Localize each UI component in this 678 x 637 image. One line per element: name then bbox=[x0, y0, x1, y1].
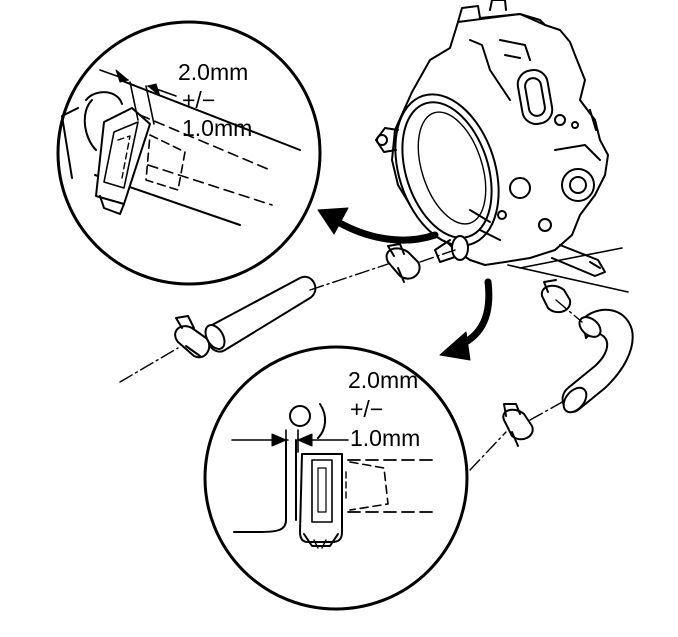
coolant-hose-elbow-right bbox=[561, 308, 634, 414]
bottom-tolerance-label: 1.0mm bbox=[350, 425, 421, 451]
detail-arrow-upper bbox=[317, 207, 439, 244]
coolant-hose-left bbox=[204, 275, 317, 353]
throttle-body bbox=[375, 0, 609, 277]
detail-arrow-lower bbox=[439, 278, 493, 361]
bottom-tolerance-sign: +/− bbox=[350, 396, 384, 422]
alignment-centerlines bbox=[119, 249, 583, 471]
hose-clamp-left-upper bbox=[385, 243, 421, 283]
bottom-dimension-label: 2.0mm bbox=[348, 367, 419, 393]
hose-clamp-right-lower bbox=[502, 403, 534, 447]
hose-clamp-left-lower bbox=[174, 315, 211, 359]
top-dimension-label: 2.0mm bbox=[178, 59, 249, 85]
detail-view-bottom bbox=[203, 345, 469, 611]
top-tolerance-label: 1.0mm bbox=[182, 115, 253, 141]
detail-view-top bbox=[56, 20, 322, 286]
view-lines bbox=[507, 247, 629, 293]
top-tolerance-sign: +/− bbox=[182, 87, 216, 113]
hose-clamp-right-upper bbox=[540, 279, 572, 314]
